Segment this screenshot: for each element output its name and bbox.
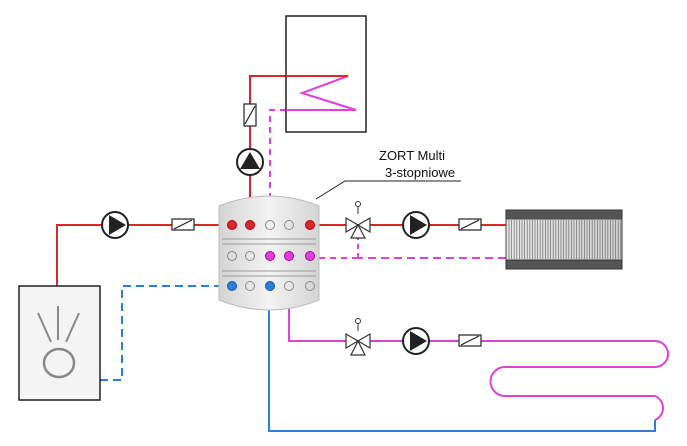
separator-channels xyxy=(222,238,316,277)
radiator-icon xyxy=(508,220,622,259)
label-leader-line xyxy=(315,180,461,200)
flow-meter-icon xyxy=(173,219,193,230)
boiler[interactable] xyxy=(18,285,101,401)
radiator-mixing-valve[interactable] xyxy=(345,201,371,239)
circulation-pump-icon xyxy=(240,152,260,169)
label-line2: 3-stopniowe xyxy=(385,165,455,180)
radiator-flow-meter[interactable] xyxy=(458,218,482,231)
radiator-pump[interactable] xyxy=(402,211,430,239)
tank-flow-meter[interactable] xyxy=(243,103,257,127)
mixing-valve-icon xyxy=(345,216,371,239)
separator-label: ZORT Multi 3-stopniowe xyxy=(315,148,461,200)
hot-water-tank[interactable] xyxy=(285,15,367,133)
flow-meter-icon xyxy=(460,219,480,230)
floor-return-pipe xyxy=(268,288,656,432)
circulation-pump-icon xyxy=(410,331,427,351)
water-heater-tank-icon xyxy=(286,75,357,111)
boiler-pump[interactable] xyxy=(101,211,129,239)
floor-mixing-valve[interactable] xyxy=(345,318,371,356)
radiator[interactable] xyxy=(505,209,623,270)
boiler-flow-meter[interactable] xyxy=(171,218,195,231)
separator-ports xyxy=(227,220,315,291)
label-line1: ZORT Multi xyxy=(379,148,445,163)
hydraulic-separator[interactable] xyxy=(218,195,320,311)
circulation-pump-icon xyxy=(109,215,126,235)
circulation-pump-icon xyxy=(410,215,427,235)
boiler-return-pipe xyxy=(100,285,232,381)
flow-meter-icon xyxy=(460,335,480,346)
tank-pump[interactable] xyxy=(236,148,264,176)
floor-flow-meter[interactable] xyxy=(458,334,482,347)
boiler-flame-icon xyxy=(37,306,80,379)
mixing-valve-icon xyxy=(345,332,371,356)
floor-pump[interactable] xyxy=(402,327,430,355)
flow-meter-icon xyxy=(244,105,256,125)
floor-heating-coil xyxy=(489,340,669,421)
